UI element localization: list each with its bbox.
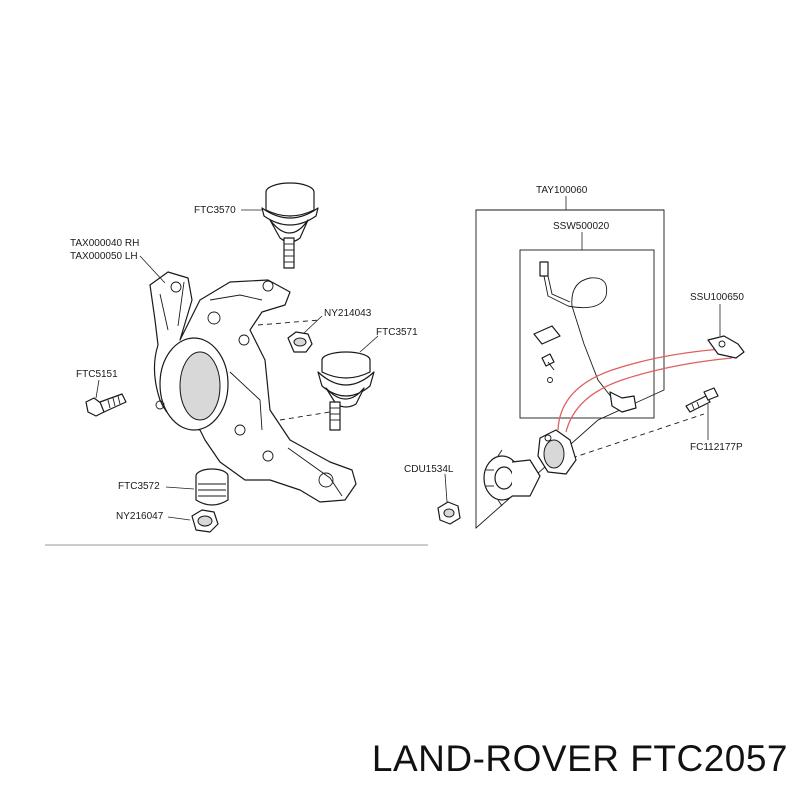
label-ssw500020: SSW500020: [553, 221, 610, 232]
label-tax000040: TAX000040 RH: [70, 238, 139, 249]
label-ny216047: NY216047: [116, 511, 164, 522]
bolt-fc112177p: [685, 387, 719, 413]
label-ftc3571: FTC3571: [376, 327, 418, 338]
part-number-caption: LAND-ROVER FTC2057: [371, 738, 788, 779]
label-fc112177p: FC112177P: [690, 442, 743, 453]
label-tax000050: TAX000050 LH: [70, 251, 138, 262]
label-ny214043: NY214043: [324, 308, 372, 319]
steering-knuckle: [149, 271, 357, 503]
hub-bearing: [537, 429, 577, 475]
upper-ball-joint: [261, 182, 319, 269]
nut-ny214043: [287, 331, 313, 353]
label-ftc3570: FTC3570: [194, 205, 236, 216]
abs-sensor-wire: [533, 261, 637, 413]
bolt-ftc5151: [85, 393, 127, 417]
bracket-ssu100650: [707, 335, 745, 359]
nut-cdu1534l: [437, 501, 461, 525]
label-ftc3572: FTC3572: [118, 481, 160, 492]
label-tay100060: TAY100060: [536, 185, 588, 196]
bush-ftc3572: [195, 468, 229, 506]
wheel-hub: [483, 449, 541, 507]
sensor-kit-outline: [519, 249, 655, 419]
nut-ny216047: [191, 509, 219, 533]
lower-ball-joint: [317, 351, 375, 431]
label-cdu1534l: CDU1534L: [404, 464, 454, 475]
label-ftc5151: FTC5151: [76, 369, 118, 380]
label-ssu100650: SSU100650: [690, 292, 744, 303]
